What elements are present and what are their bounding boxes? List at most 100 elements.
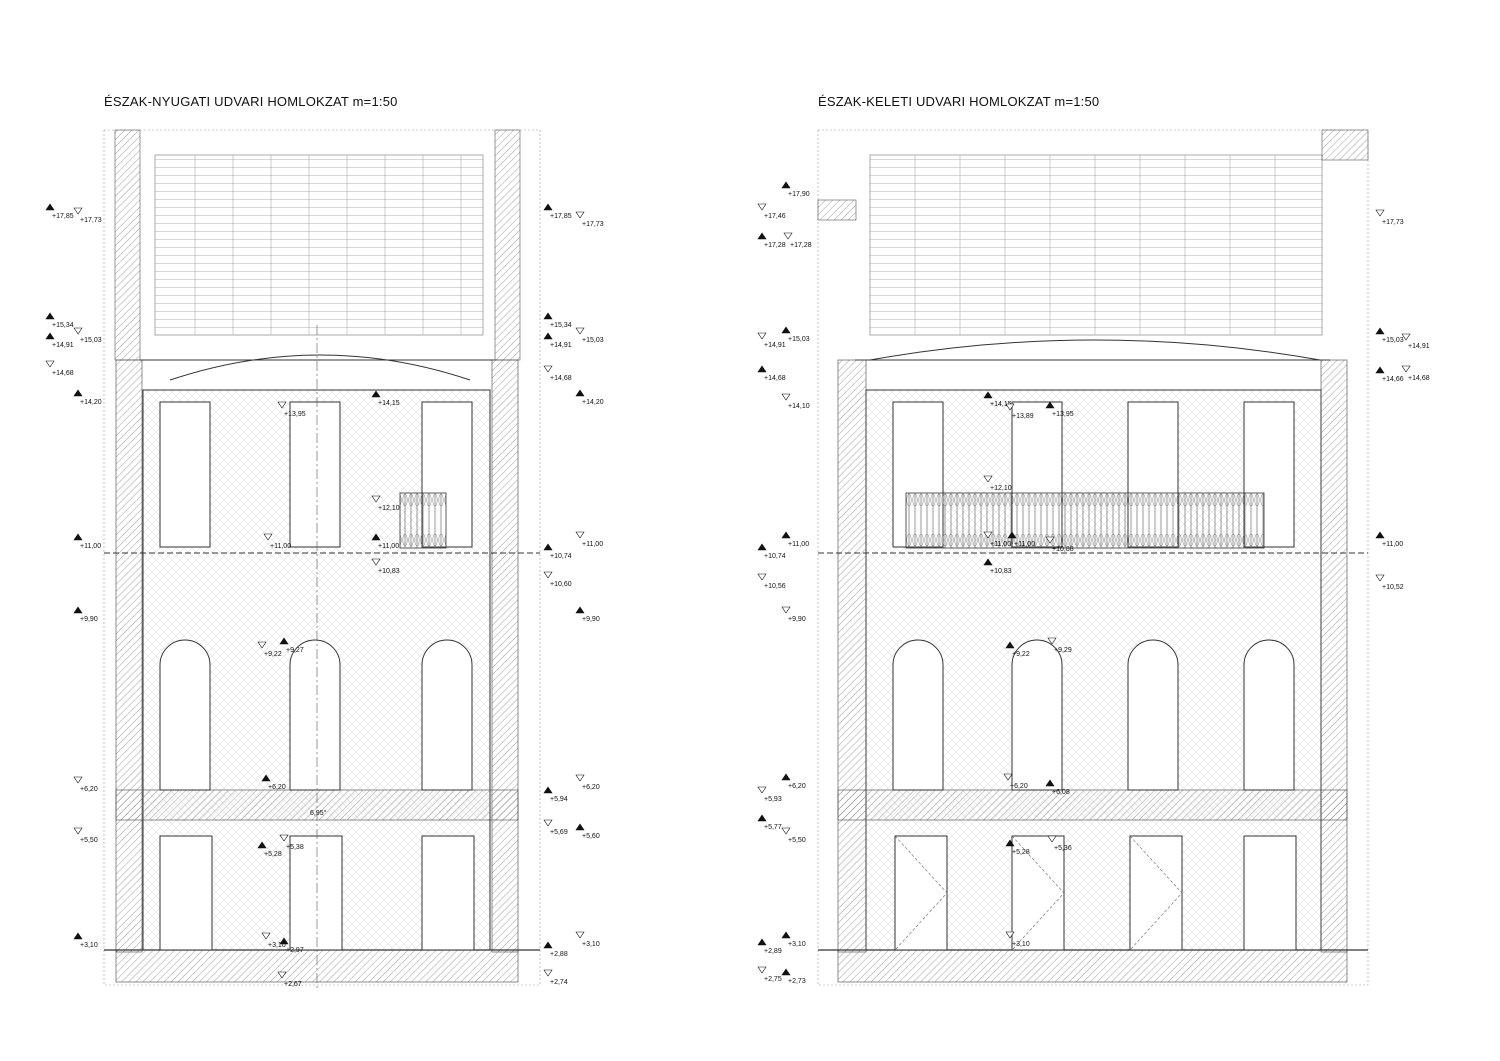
level-triangle-icon — [781, 181, 791, 189]
level-label: +11,00 — [990, 541, 1011, 548]
level-triangle-icon — [261, 932, 271, 940]
level-label: +3,10 — [582, 941, 600, 948]
level-label: +5,36 — [1054, 845, 1072, 852]
level-marker: +9,90 — [781, 606, 806, 623]
level-label: +6,20 — [582, 784, 600, 791]
level-marker: +6,08 — [1045, 779, 1070, 796]
level-marker: +11,00 — [73, 533, 101, 550]
level-marker: +2,89 — [757, 938, 782, 955]
level-label: +5,94 — [550, 796, 568, 803]
door-1 — [159, 835, 213, 951]
level-triangle-icon — [575, 606, 585, 614]
level-label: +12,10 — [378, 505, 400, 512]
level-triangle-icon — [1003, 773, 1013, 781]
level-label: +14,20 — [80, 399, 102, 406]
level-triangle-icon — [45, 312, 55, 320]
level-label: +5,28 — [264, 851, 282, 858]
level-triangle-icon — [261, 774, 271, 782]
level-triangle-icon — [543, 571, 553, 579]
level-label: +9,27 — [286, 647, 304, 654]
level-triangle-icon — [543, 786, 553, 794]
level-marker: +6,20 — [1003, 773, 1028, 790]
arched-window-1 — [159, 639, 211, 791]
level-label: +15,03 — [582, 337, 604, 344]
level-triangle-icon — [783, 232, 793, 240]
level-marker: +10,83 — [983, 558, 1012, 575]
level-triangle-icon — [543, 969, 553, 977]
level-marker: +10,56 — [757, 573, 786, 590]
level-label: +6,20 — [268, 784, 286, 791]
level-triangle-icon — [257, 841, 267, 849]
level-marker: +10,60 — [543, 571, 572, 588]
level-label: +14,10 — [788, 403, 810, 410]
level-label: +2,89 — [764, 948, 782, 955]
level-label: +2,73 — [788, 978, 806, 985]
level-marker: +13,89 — [1005, 403, 1034, 420]
level-marker: +10,83 — [371, 558, 400, 575]
level-triangle-icon — [1401, 365, 1411, 373]
level-triangle-icon — [757, 332, 767, 340]
level-marker: +14,68 — [543, 365, 572, 382]
level-triangle-icon — [1045, 779, 1055, 787]
level-triangle-icon — [781, 531, 791, 539]
level-marker: +12,10 — [371, 495, 400, 512]
level-label: +3,10 — [268, 942, 286, 949]
level-marker: +9,29 — [1047, 637, 1072, 654]
level-marker: +15,03 — [1375, 327, 1404, 344]
level-marker: +6,20 — [73, 776, 98, 793]
level-label: +5,50 — [80, 837, 98, 844]
level-triangle-icon — [543, 312, 553, 320]
level-label: +11,00 — [378, 543, 399, 550]
level-triangle-icon — [73, 827, 83, 835]
level-triangle-icon — [757, 232, 767, 240]
level-triangle-icon — [371, 495, 381, 503]
level-label: +9,22 — [1012, 651, 1030, 658]
level-triangle-icon — [279, 834, 289, 842]
level-label: +17,46 — [764, 213, 786, 220]
wall-right — [1320, 359, 1348, 953]
level-triangle-icon — [757, 814, 767, 822]
level-triangle-icon — [575, 389, 585, 397]
roof-edge-right — [494, 129, 521, 361]
level-marker: +2,75 — [757, 966, 782, 983]
level-marker: +2,73 — [781, 968, 806, 985]
level-triangle-icon — [757, 573, 767, 581]
level-label: +13,95 — [1052, 411, 1074, 418]
level-triangle-icon — [45, 332, 55, 340]
level-label: +17,73 — [582, 221, 604, 228]
level-marker: +3,10 — [781, 931, 806, 948]
level-marker: +14,15 — [983, 391, 1012, 408]
level-marker: +12,10 — [983, 475, 1012, 492]
level-marker: +5,93 — [757, 786, 782, 803]
roof-edge-right — [1321, 129, 1369, 161]
level-marker: +3,10 — [73, 932, 98, 949]
skylight-louvers — [869, 154, 1323, 336]
level-marker: +13,95 — [1045, 401, 1074, 418]
level-label: +10,56 — [764, 583, 786, 590]
level-label: +10,88 — [1052, 546, 1074, 553]
level-label: +17,85 — [52, 213, 74, 220]
level-triangle-icon — [1007, 531, 1017, 539]
roof-edge-left — [817, 199, 857, 221]
level-triangle-icon — [781, 773, 791, 781]
door-4 — [1243, 835, 1297, 951]
level-label: +14,91 — [1408, 343, 1430, 350]
level-triangle-icon — [575, 531, 585, 539]
level-marker: +2,97 — [279, 937, 304, 954]
level-marker: +15,03 — [575, 327, 604, 344]
level-marker: +15,34 — [543, 312, 572, 329]
level-label: +14,68 — [764, 375, 786, 382]
level-triangle-icon — [757, 966, 767, 974]
level-triangle-icon — [575, 774, 585, 782]
arched-window-2 — [289, 639, 341, 791]
level-label: +17,73 — [80, 217, 102, 224]
drawing-frame — [103, 129, 541, 986]
level-label: +14,91 — [550, 342, 572, 349]
level-marker: +15,03 — [781, 326, 810, 343]
level-triangle-icon — [1375, 574, 1385, 582]
balcony-railing — [905, 492, 1265, 549]
level-label: +5,93 — [764, 796, 782, 803]
level-label: +14,68 — [52, 370, 74, 377]
level-label: +17,28 — [764, 242, 786, 249]
level-triangle-icon — [1047, 637, 1057, 645]
